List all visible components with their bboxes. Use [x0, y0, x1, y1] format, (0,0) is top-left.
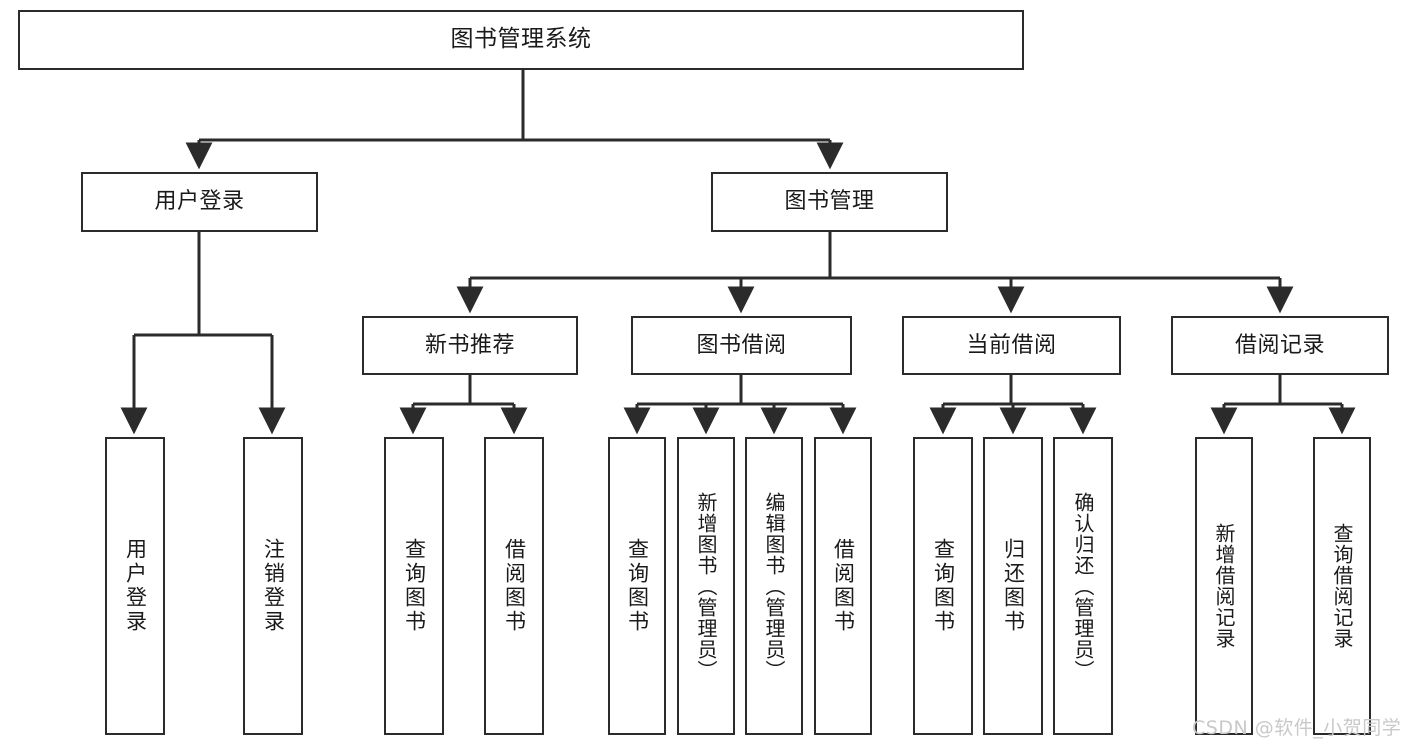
leaf-current-return-book[interactable]: 归还图书: [983, 437, 1043, 735]
leaf-borrow-edit-book-admin[interactable]: 编辑图书（管理员）: [745, 437, 803, 735]
leaf-borrow-borrow-book[interactable]: 借阅图书: [814, 437, 872, 735]
node-label: 新书推荐: [424, 332, 515, 358]
node-user-login[interactable]: 用户登录: [81, 172, 318, 232]
leaf-user-logout[interactable]: 注销登录: [243, 437, 303, 735]
leaf-recommend-borrow-book[interactable]: 借阅图书: [484, 437, 544, 735]
node-label: 当前借阅: [966, 332, 1057, 358]
node-book-management[interactable]: 图书管理: [711, 172, 948, 232]
node-label: 借阅图书: [502, 538, 527, 634]
node-label: 图书管理系统: [450, 26, 592, 53]
node-label: 注销登录: [261, 538, 286, 634]
node-label: 编辑图书（管理员）: [762, 491, 786, 681]
leaf-current-query-book[interactable]: 查询图书: [913, 437, 973, 735]
node-label: 新增图书（管理员）: [694, 491, 718, 681]
leaf-record-add-borrow-record[interactable]: 新增借阅记录: [1195, 437, 1253, 735]
node-label: 用户登录: [154, 189, 245, 215]
node-label: 借阅图书: [831, 538, 856, 634]
node-root-system[interactable]: 图书管理系统: [18, 10, 1024, 70]
node-label: 确认归还（管理员）: [1071, 491, 1095, 681]
leaf-borrow-query-book[interactable]: 查询图书: [608, 437, 666, 735]
node-label: 查询图书: [931, 538, 956, 634]
leaf-recommend-query-book[interactable]: 查询图书: [384, 437, 444, 735]
node-book-borrow[interactable]: 图书借阅: [631, 316, 852, 375]
leaf-record-query-borrow-record[interactable]: 查询借阅记录: [1313, 437, 1371, 735]
node-label: 归还图书: [1001, 538, 1026, 634]
node-label: 借阅记录: [1234, 332, 1325, 358]
leaf-current-confirm-return-admin[interactable]: 确认归还（管理员）: [1053, 437, 1113, 735]
node-label: 图书借阅: [696, 332, 787, 358]
node-label: 图书管理: [784, 189, 875, 215]
node-label: 查询图书: [625, 538, 650, 634]
leaf-user-login[interactable]: 用户登录: [105, 437, 165, 735]
node-current-borrow[interactable]: 当前借阅: [902, 316, 1121, 375]
node-label: 查询借阅记录: [1330, 523, 1354, 649]
node-label: 查询图书: [402, 538, 427, 634]
node-borrow-record[interactable]: 借阅记录: [1171, 316, 1389, 375]
leaf-borrow-add-book-admin[interactable]: 新增图书（管理员）: [677, 437, 735, 735]
node-label: 用户登录: [123, 538, 148, 634]
node-new-book-recommend[interactable]: 新书推荐: [362, 316, 578, 375]
node-label: 新增借阅记录: [1212, 523, 1236, 649]
